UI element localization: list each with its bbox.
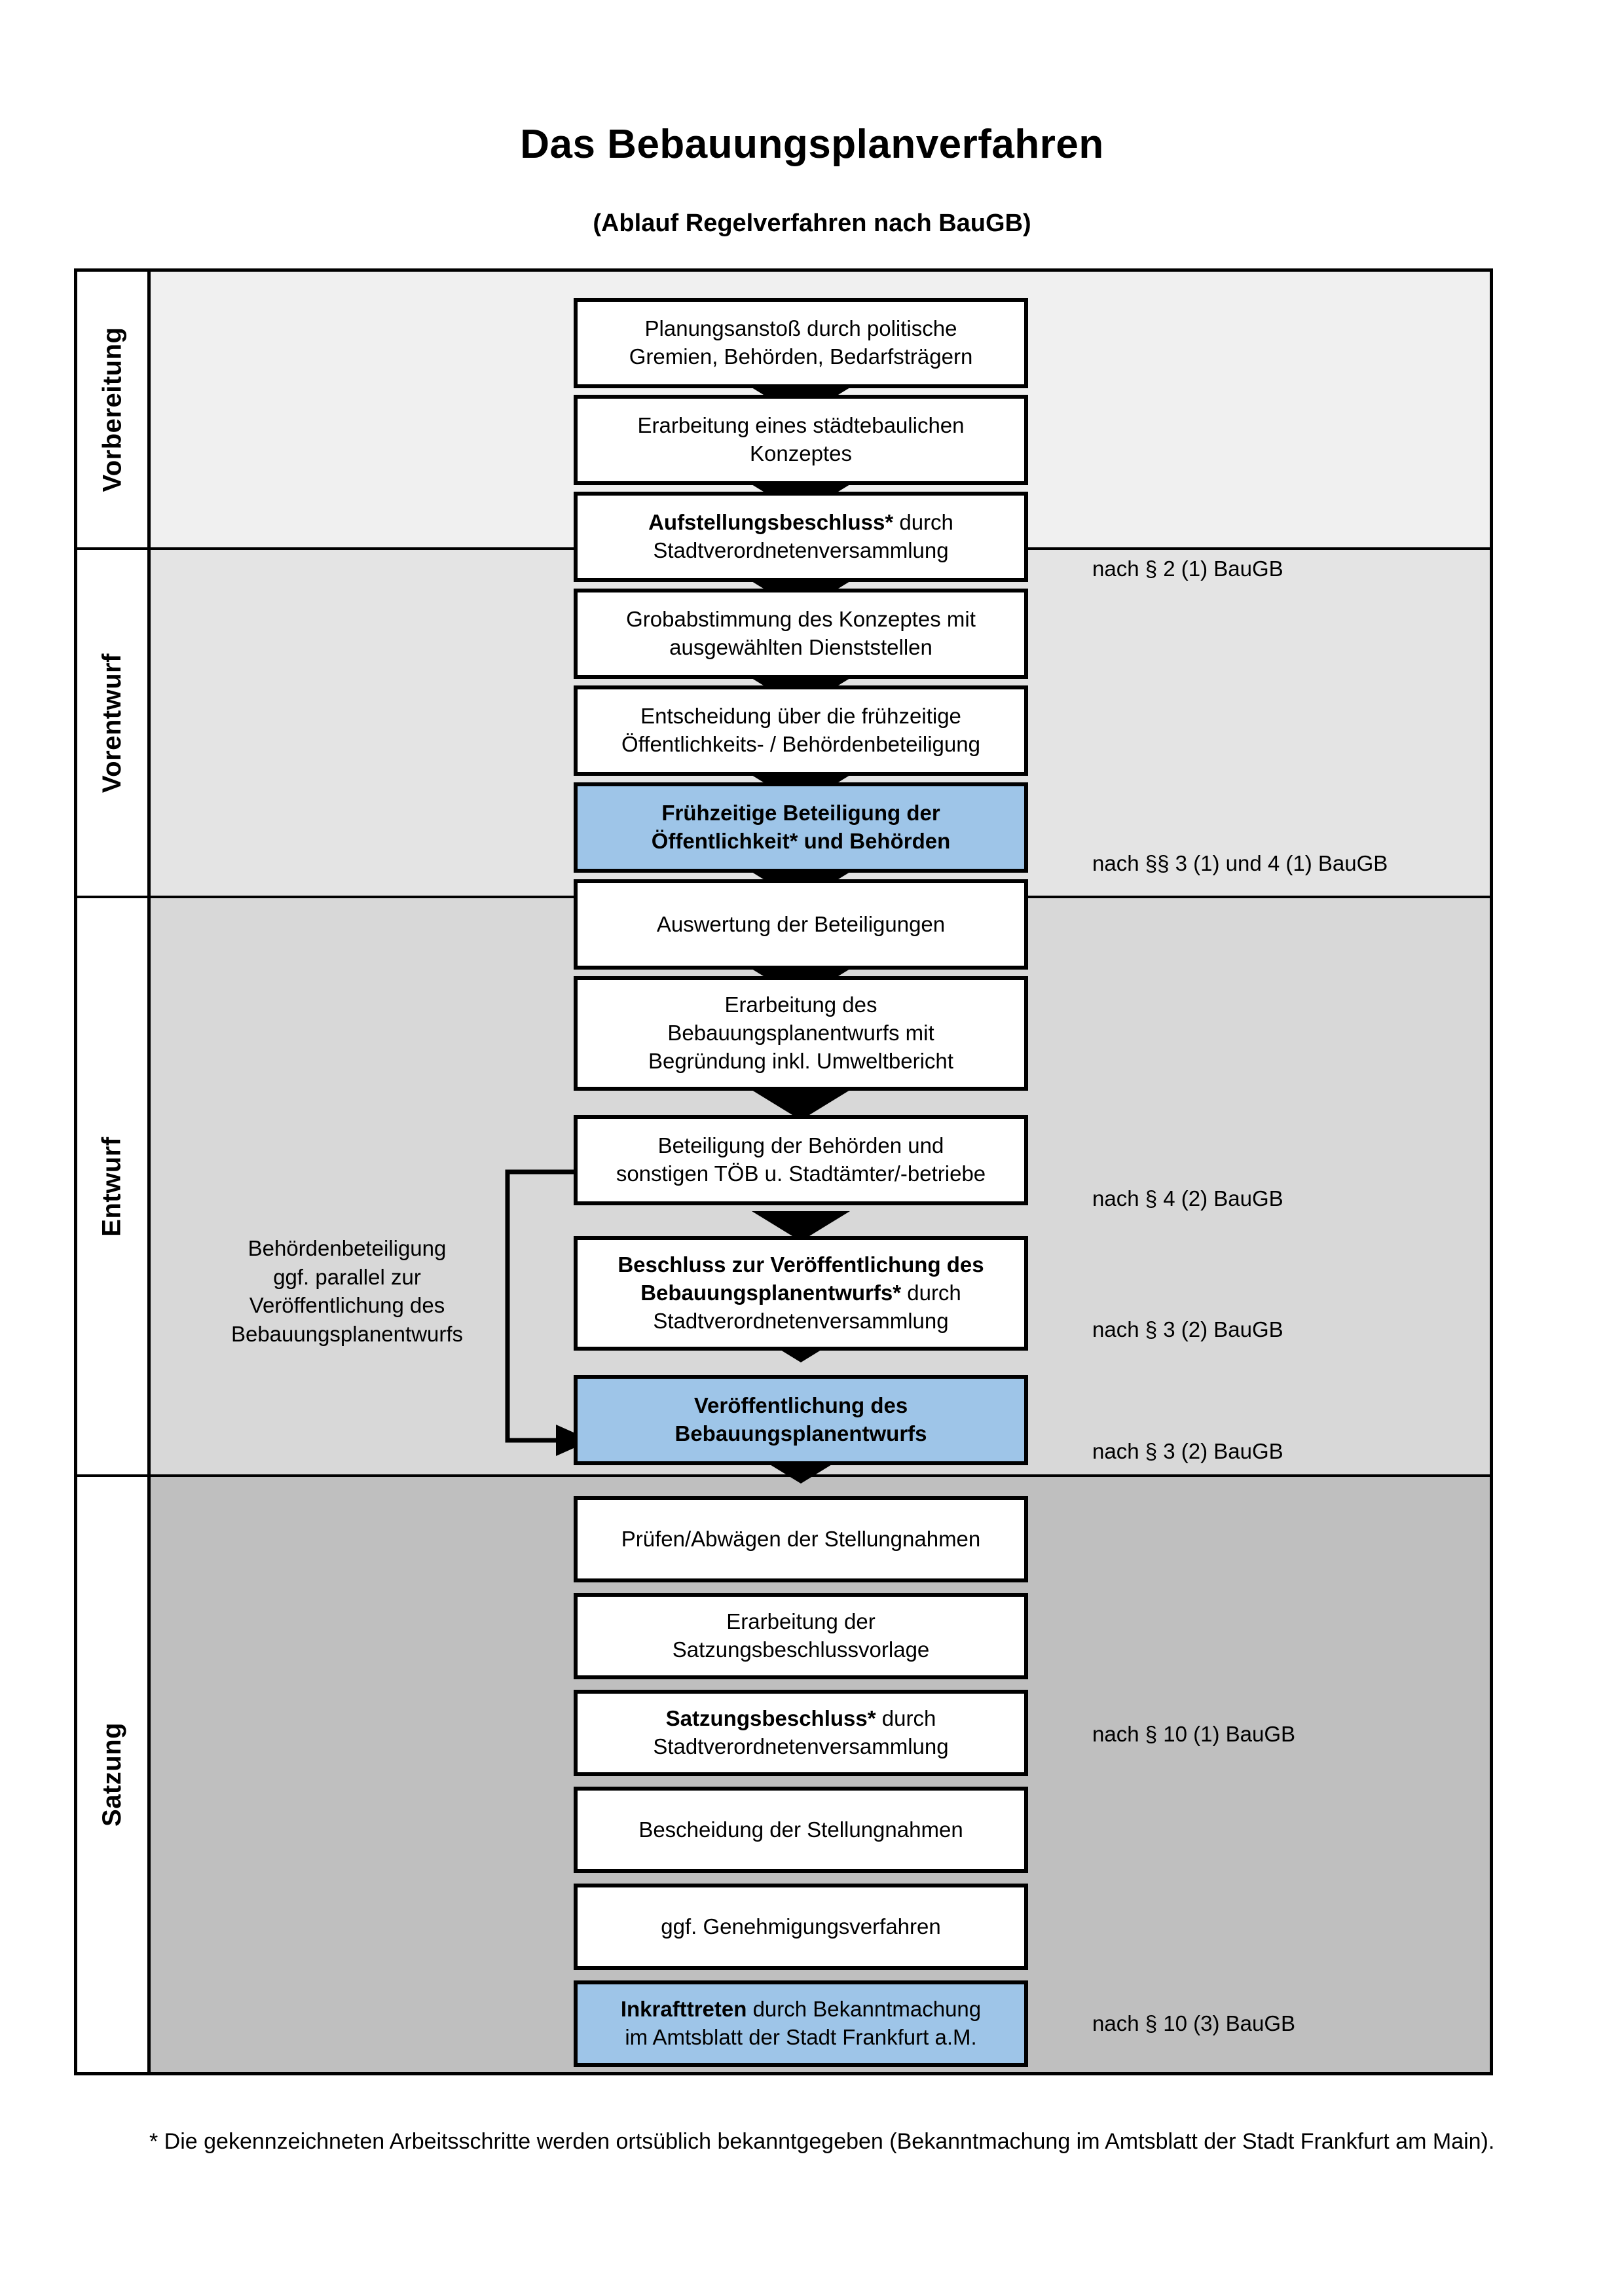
box-line-2: Satzungsbeschlussvorlage: [672, 1637, 930, 1662]
process-box-grobabstimmung[interactable]: Grobabstimmung des Konzeptes mit ausgewä…: [574, 589, 1028, 679]
side-note-line-4: Bebauungsplanentwurfs: [231, 1321, 464, 1346]
box-line-2-bold: Bebauungsplanentwurfs*: [640, 1281, 902, 1305]
box-line-1: Veröffentlichung des: [693, 1393, 908, 1418]
process-box-beschluss-veroeffentlichung[interactable]: Beschluss zur Veröffentlichung des Bebau…: [574, 1236, 1028, 1351]
phase-label-entwurf: Entwurf: [77, 898, 147, 1474]
box-line-2: sonstigen TÖB u. Stadtämter/-betriebe: [616, 1161, 986, 1186]
box-line-2: ausgewählten Dienststellen: [669, 635, 932, 659]
legal-ref-par4-2: nach § 4 (2) BauGB: [1092, 1186, 1283, 1211]
box-line-1: Grobabstimmung des Konzeptes mit: [626, 607, 976, 632]
phase-column-divider: [147, 268, 151, 2075]
box-line-2: Öffentlichkeits- / Behördenbeteiligung: [621, 732, 980, 756]
box-line-1: ggf. Genehmigungsverfahren: [661, 1914, 941, 1939]
box-line-1: Planungsanstoß durch politische: [644, 316, 957, 341]
box-line-1: Satzungsbeschluss*: [665, 1706, 876, 1731]
box-line-1: Frühzeitige Beteiligung der: [661, 801, 940, 826]
side-note-line-3: Veröffentlichung des: [249, 1293, 445, 1318]
legal-ref-par3-2-a: nach § 3 (2) BauGB: [1092, 1317, 1283, 1341]
box-line-1: Beteiligung der Behörden und: [657, 1133, 944, 1158]
process-box-fruehzeitige-beteiligung[interactable]: Frühzeitige Beteiligung der Öffentlichke…: [574, 782, 1028, 873]
box-line-2: Stadtverordnetenversammlung: [653, 538, 949, 562]
process-box-bescheidung-stellungnahmen[interactable]: Bescheidung der Stellungnahmen: [574, 1787, 1028, 1873]
box-line-1: Aufstellungsbeschluss*: [648, 510, 894, 535]
side-note-line-1: Behördenbeteiligung: [248, 1236, 447, 1260]
process-box-planungsanstoss[interactable]: Planungsanstoß durch politische Gremien,…: [574, 298, 1028, 388]
process-box-veroeffentlichung-entwurf[interactable]: Veröffentlichung des Bebauungsplanentwur…: [574, 1375, 1028, 1465]
box-line-3: Stadtverordnetenversammlung: [653, 1308, 949, 1333]
process-box-beteiligung-behoerden[interactable]: Beteiligung der Behörden und sonstigen T…: [574, 1115, 1028, 1205]
process-box-satzungsbeschluss[interactable]: Satzungsbeschluss* durch Stadtverordnete…: [574, 1690, 1028, 1776]
box-line-1-bold: Inkrafttreten: [620, 1997, 747, 2022]
page-title: Das Bebauungsplanverfahren: [520, 122, 1104, 167]
box-line-3: Begründung inkl. Umweltbericht: [648, 1048, 953, 1073]
legal-ref-par10-3: nach § 10 (3) BauGB: [1092, 2011, 1296, 2035]
box-line-1: Beschluss zur Veröffentlichung des: [618, 1252, 984, 1277]
legal-ref-par10-1: nach § 10 (1) BauGB: [1092, 1722, 1296, 1746]
box-line-1-suffix: durch Bekanntmachung: [752, 1997, 982, 2022]
phase-label-vorentwurf: Vorentwurf: [77, 550, 147, 896]
box-line-2: Öffentlichkeit* und Behörden: [651, 829, 951, 853]
process-box-auswertung-beteiligungen[interactable]: Auswertung der Beteiligungen: [574, 879, 1028, 970]
process-box-staedtebauliches-konzept[interactable]: Erarbeitung eines städtebaulichen Konzep…: [574, 395, 1028, 485]
box-line-1: Erarbeitung des: [724, 993, 877, 1017]
process-box-erarbeitung-satzungsvorlage[interactable]: Erarbeitung der Satzungsbeschlussvorlage: [574, 1593, 1028, 1679]
box-line-2: Bebauungsplanentwurfs mit: [667, 1021, 934, 1046]
box-line-1: Erarbeitung eines städtebaulichen: [637, 413, 965, 438]
box-line-2: Stadtverordnetenversammlung: [653, 1734, 949, 1758]
phase-label-vorbereitung: Vorbereitung: [77, 272, 147, 547]
box-line-2: im Amtsblatt der Stadt Frankfurt a.M.: [625, 2025, 977, 2049]
box-line-1-suffix: durch: [899, 510, 953, 535]
legal-ref-par3-1-4-1: nach §§ 3 (1) und 4 (1) BauGB: [1092, 851, 1388, 875]
box-line-1-suffix: durch: [881, 1706, 936, 1731]
box-line-1: Prüfen/Abwägen der Stellungnahmen: [621, 1526, 981, 1551]
box-line-1: Auswertung der Beteiligungen: [656, 911, 946, 936]
side-note-behoerdenbeteiligung: Behördenbeteiligung ggf. parallel zur Ve…: [190, 1234, 504, 1348]
process-box-erarbeitung-entwurf[interactable]: Erarbeitung des Bebauungsplanentwurfs mi…: [574, 976, 1028, 1091]
process-box-entscheidung-fruehzeitige[interactable]: Entscheidung über die frühzeitige Öffent…: [574, 685, 1028, 776]
process-box-genehmigungsverfahren[interactable]: ggf. Genehmigungsverfahren: [574, 1884, 1028, 1970]
page-subtitle: (Ablauf Regelverfahren nach BauGB): [593, 210, 1031, 237]
box-line-2: Bebauungsplanentwurfs: [674, 1421, 927, 1446]
process-box-inkrafttreten[interactable]: Inkrafttreten durch Bekanntmachung im Am…: [574, 1980, 1028, 2067]
phase-label-satzung: Satzung: [77, 1477, 147, 2072]
box-line-2: Gremien, Behörden, Bedarfsträgern: [629, 344, 973, 369]
legal-ref-par2-1: nach § 2 (1) BauGB: [1092, 556, 1283, 581]
footnote: * Die gekennzeichneten Arbeitsschritte w…: [149, 2129, 1495, 2154]
box-line-1: Bescheidung der Stellungnahmen: [638, 1817, 963, 1842]
process-box-pruefen-abwaegen[interactable]: Prüfen/Abwägen der Stellungnahmen: [574, 1496, 1028, 1582]
box-line-2: Konzeptes: [750, 441, 852, 465]
box-line-1: Erarbeitung der: [726, 1609, 876, 1634]
box-line-1: Entscheidung über die frühzeitige: [640, 704, 961, 729]
process-box-aufstellungsbeschluss[interactable]: Aufstellungsbeschluss* durch Stadtverord…: [574, 492, 1028, 582]
box-line-2-suffix: durch: [907, 1281, 961, 1305]
side-note-line-2: ggf. parallel zur: [273, 1264, 421, 1289]
diagram-frame: [74, 268, 1493, 2075]
legal-ref-par3-2-b: nach § 3 (2) BauGB: [1092, 1439, 1283, 1463]
